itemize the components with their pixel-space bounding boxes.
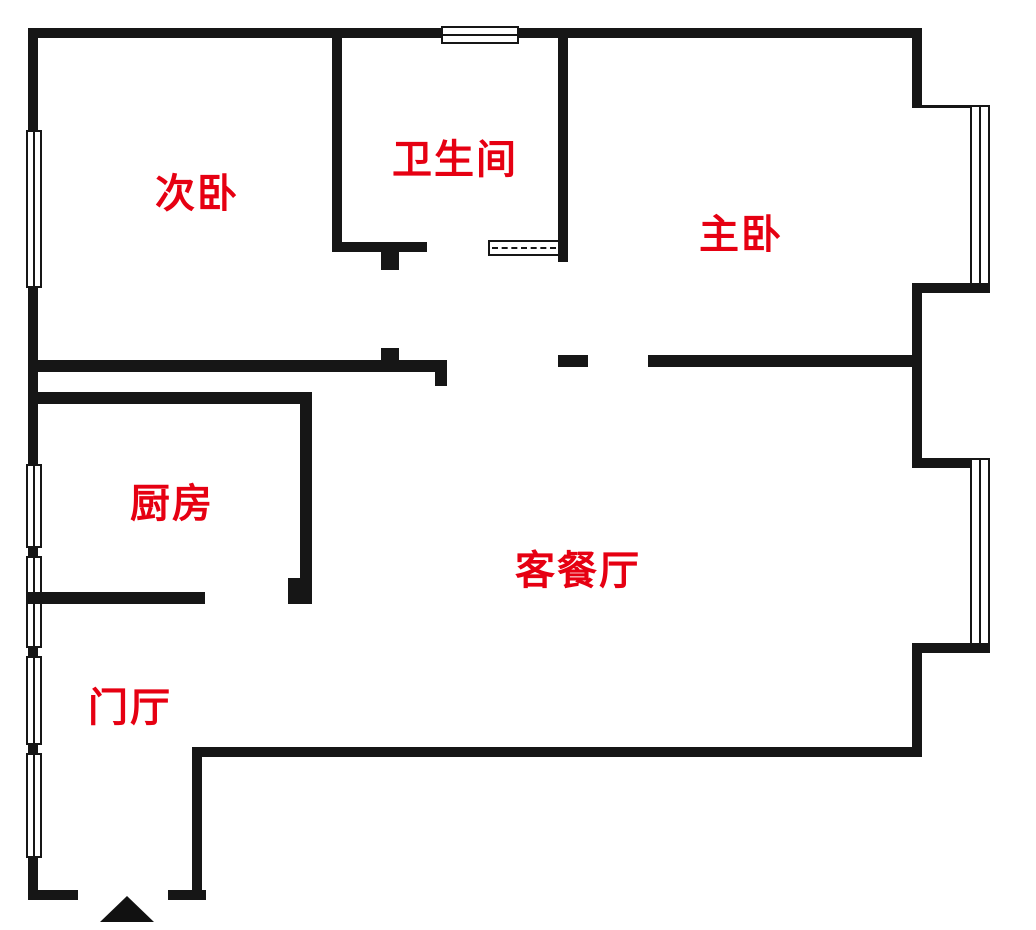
wall-bottom-entry-right (168, 890, 206, 900)
window-midline (33, 755, 35, 856)
entrance-arrow-icon (100, 896, 154, 922)
wall-bathroom-right (558, 28, 568, 262)
window-midline (979, 460, 981, 651)
wall-bay1-bottom (912, 283, 990, 293)
wall-right-mid (912, 283, 922, 468)
window-midline (33, 658, 35, 743)
window-midline (33, 132, 35, 286)
window-midline (33, 466, 35, 546)
wall-living-bottom (192, 747, 922, 757)
wall-entry-hall-right (192, 747, 202, 900)
window-bedroom-second (26, 130, 42, 288)
window-entry-upper (26, 656, 42, 745)
wall-bottom-left (28, 890, 78, 900)
window-kitchen-upper (26, 464, 42, 548)
door-bathroom-sliding (488, 240, 560, 256)
window-midline (443, 34, 517, 36)
window-bathroom-top (441, 26, 519, 44)
room-label-bedroom-second: 次卧 (155, 171, 239, 217)
wall-bedroom-second-return (435, 372, 447, 386)
wall-bathroom-duct (381, 252, 399, 270)
wall-kitchen-door-jamb (288, 578, 300, 604)
wall-kitchen-top (28, 392, 312, 404)
room-label-entry-hall: 门厅 (88, 685, 172, 731)
wall-kitchen-bottom (28, 592, 205, 604)
wall-right-upper (912, 28, 922, 108)
door-dash-line (492, 247, 556, 249)
wall-bay2-top (912, 458, 990, 468)
wall-master-bottom (648, 355, 912, 367)
wall-bedroom-second-right (332, 28, 342, 252)
window-midline (979, 107, 981, 291)
room-label-bedroom-master: 主卧 (699, 212, 783, 258)
wall-bedroom-second-notch (381, 348, 399, 360)
window-bay-living (970, 458, 990, 653)
room-label-bathroom: 卫生间 (392, 137, 518, 183)
window-bay-master (970, 105, 990, 293)
room-label-kitchen: 厨房 (130, 481, 214, 527)
room-label-living-dining: 客餐厅 (515, 548, 641, 594)
wall-right-lower (912, 643, 922, 757)
window-entry-lower (26, 753, 42, 858)
wall-kitchen-right (300, 392, 312, 604)
wall-bathroom-bottom (332, 242, 427, 252)
bay1-top-line (922, 105, 988, 108)
wall-bedroom-second-bottom (28, 360, 447, 372)
wall-bay2-bottom (912, 643, 990, 653)
wall-master-door-stub (558, 355, 588, 367)
